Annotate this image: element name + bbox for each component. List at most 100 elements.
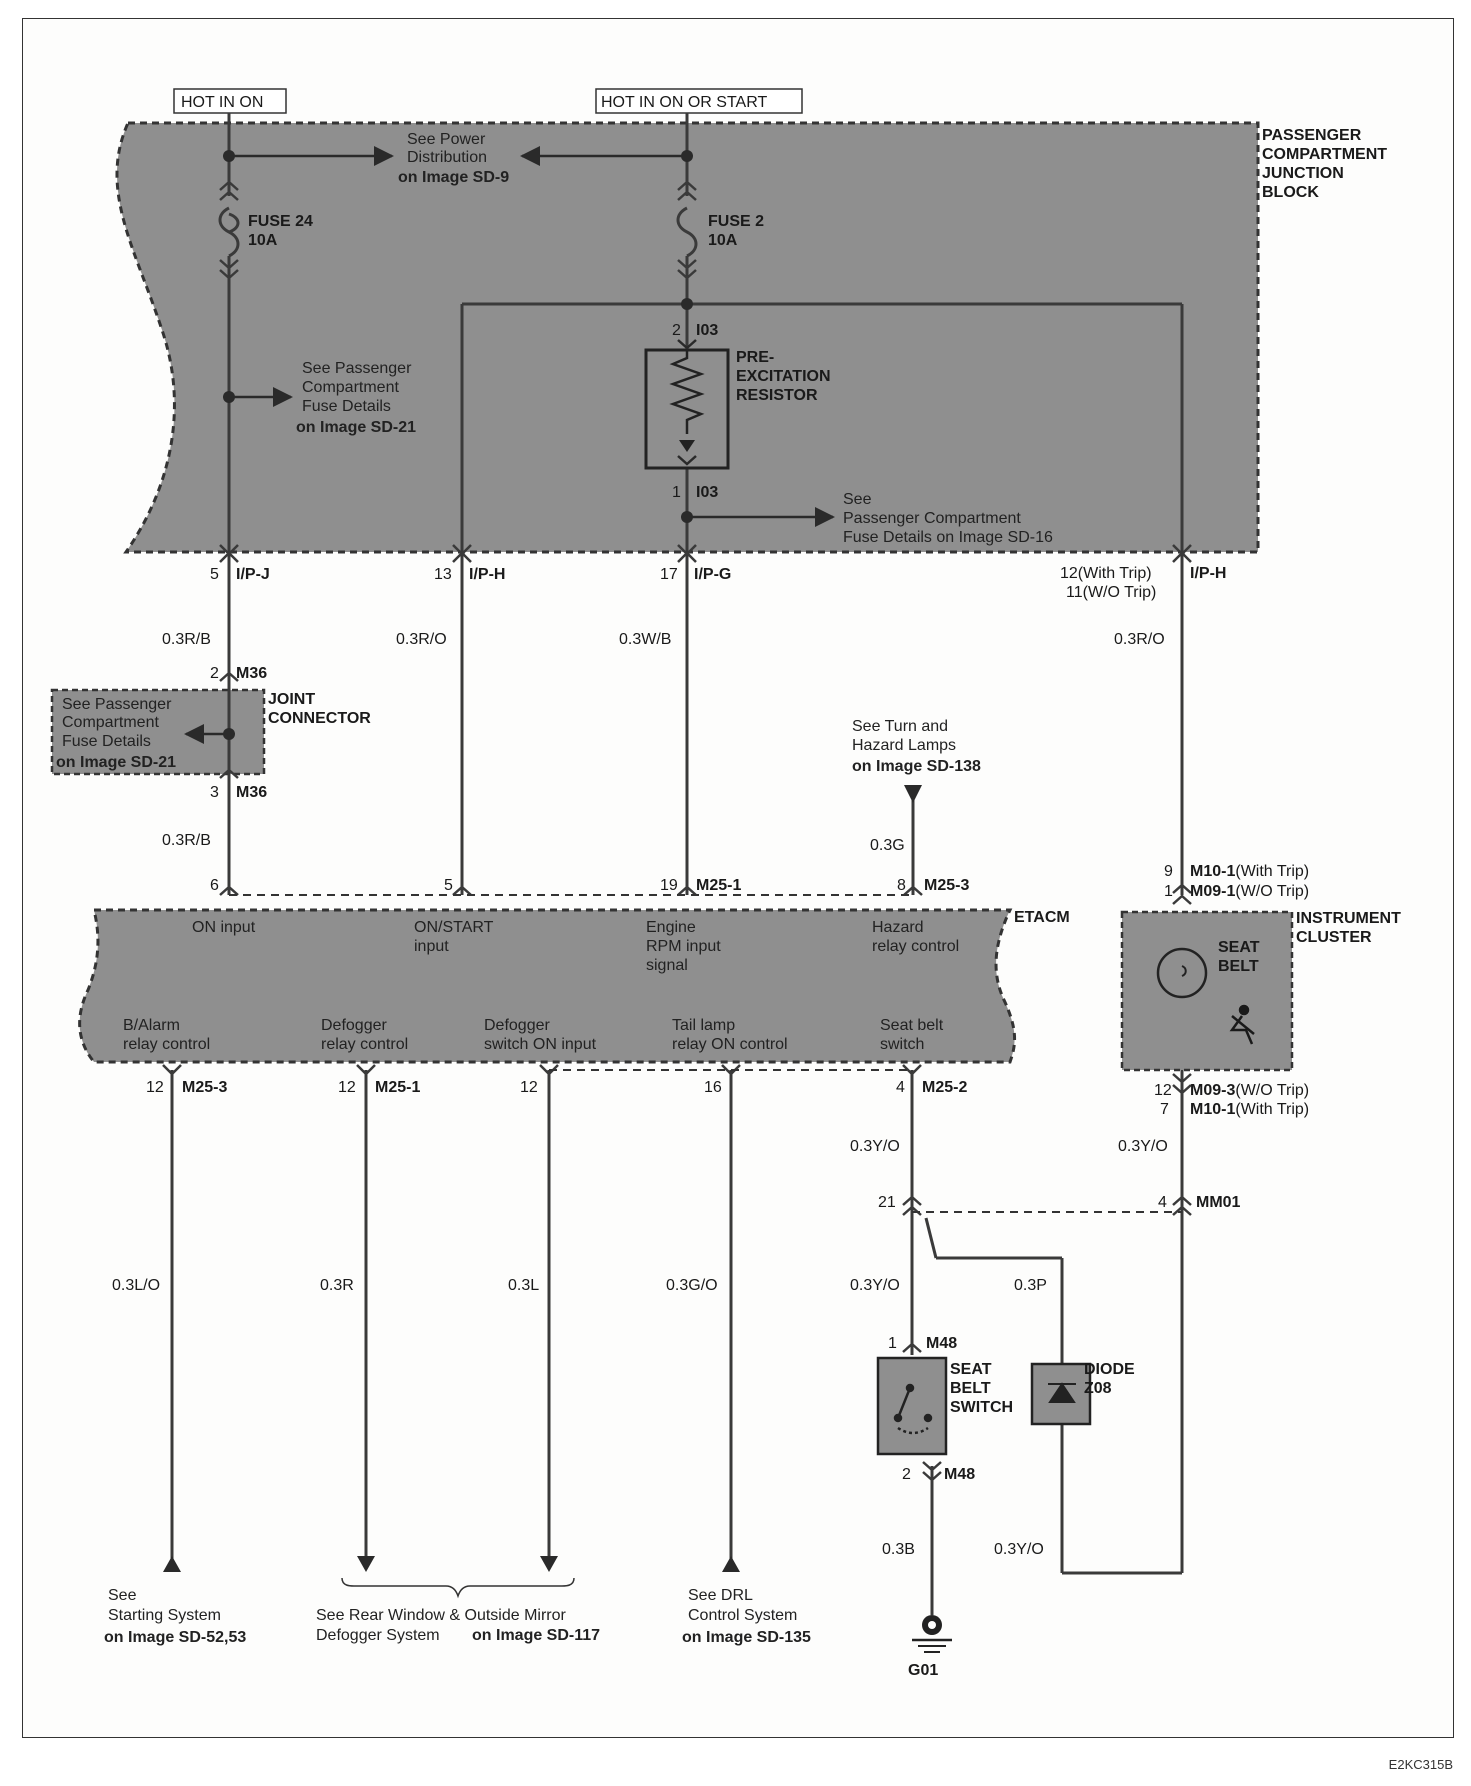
iph-name: I/P-H [469,566,505,583]
m25-1-top-pin: 19 [660,877,678,894]
etacm-input-on: ON input [192,919,256,936]
starting-system-ref: See Starting System on Image SD-52,53 [104,1587,246,1646]
see-fuse-details-sd16: See Passenger Compartment Fuse Details o… [843,491,1053,546]
hazard-lamps-ref: See Turn and Hazard Lamps on Image SD-13… [852,718,981,775]
m36-bot-pin: 3 [210,784,219,801]
wire-spec: 0.3L [508,1277,539,1294]
m36-top-name: M36 [236,665,267,682]
iph2-pin-b: 11(W/O Trip) [1066,584,1156,601]
bot-m25-3-name: M25-3 [182,1079,227,1096]
fuse-2-symbol [676,206,698,258]
seat-belt-lamp-icon [1156,947,1208,999]
junction-block-title: PASSENGER COMPARTMENT JUNCTION BLOCK [1262,127,1391,201]
diode-symbol-icon [1048,1382,1076,1403]
bot-pin-12: 12 [520,1079,538,1096]
m09-bot-label-b: M10-1(With Trip) [1190,1101,1309,1118]
wire-spec: 0.3Y/O [1118,1138,1168,1155]
m09-bot-label-a: M09-3(W/O Trip) [1190,1082,1309,1099]
defogger-system-ref: See Rear Window & Outside Mirror Defogge… [316,1607,600,1644]
joint-connector-title: JOINT CONNECTOR [268,691,371,727]
bot-m25-1-pin: 12 [338,1079,356,1096]
reference-arrows [184,146,835,744]
etacm-pin-6: 6 [210,877,219,894]
etacm-output-balarm: B/Alarm relay control [123,1017,210,1053]
wire-spec: 0.3R/O [396,631,447,648]
resistor-arrow-icon [679,440,695,452]
i03-top-name: I03 [696,322,718,339]
diagram-code: E2KC315B [1388,1757,1453,1772]
m25-3-top-name: M25-3 [924,877,969,894]
m09-bot-pin-a: 12 [1154,1082,1172,1099]
defogger-ref-arrow-a-icon [357,1556,375,1572]
resistor-zigzag-icon [669,350,705,434]
fuse-2-label: FUSE 2 10A [708,213,768,249]
wire-spec: 0.3W/B [619,631,671,648]
wire-spec: 0.3G [870,837,905,854]
etacm-pin-5: 5 [444,877,453,894]
bot-m25-2-name: M25-2 [922,1079,967,1096]
defogger-ref-arrow-b-icon [540,1556,558,1572]
pin-21: 21 [878,1194,896,1211]
drl-ref-arrow-icon [722,1556,740,1572]
etacm-area [78,908,1017,1064]
hot-in-on-label: HOT IN ON [181,94,263,111]
fuse-24-label: FUSE 24 10A [248,213,317,249]
hazard-ref-arrow-icon [904,785,922,803]
m48-top-name: M48 [926,1335,957,1352]
joint-see-fuse-details: See Passenger Compartment Fuse Details o… [56,696,176,771]
mm01-name: MM01 [1196,1194,1241,1211]
m09-bot-pin-b: 7 [1160,1101,1169,1118]
pre-excitation-resistor-label: PRE- EXCITATION RESISTOR [736,349,835,404]
seat-belt-switch [876,1356,948,1456]
etacm-input-on-start: ON/START input [414,919,498,955]
instrument-cluster-title: INSTRUMENT CLUSTER [1296,910,1405,946]
m10-top-pin-a: 9 [1164,863,1173,880]
bot-m25-3-pin: 12 [146,1079,164,1096]
see-fuse-details-sd21: See Passenger Compartment Fuse Details o… [296,360,416,436]
instrument-cluster-area [1120,910,1294,1072]
bot-m25-1-name: M25-1 [375,1079,420,1096]
iph2-pin-a: 12(With Trip) [1060,565,1152,582]
m25-1-top-name: M25-1 [696,877,741,894]
m36-bot-name: M36 [236,784,267,801]
seat-belt-lamp-label: SEAT BELT [1218,939,1264,975]
m10-top-pin-b: 1 [1164,883,1173,900]
ground-label: G01 [908,1662,938,1679]
switch-contact-icon [893,1383,933,1435]
wire-spec: 0.3Y/O [850,1277,900,1294]
wire-spec: 0.3R/O [1114,631,1165,648]
diode-label: DIODE Z08 [1084,1361,1139,1397]
i03-bot-name: I03 [696,484,718,501]
connector-chevrons [162,180,1192,1482]
wire-spec: 0.3P [1014,1277,1047,1294]
m25-3-top-pin: 8 [897,877,906,894]
bot-m25-2-pin: 4 [896,1079,905,1096]
ipg-name: I/P-G [694,566,731,583]
etacm-output-defogger-switch: Defogger switch ON input [484,1017,597,1053]
ground-icon [912,1615,952,1653]
mm01-pin: 4 [1158,1194,1167,1211]
fuse-24-symbol [218,206,240,258]
etacm-input-engine-rpm: Engine RPM input signal [646,919,725,974]
etacm-input-hazard: Hazard relay control [872,919,959,955]
see-power-distribution: See Power Distribution on Image SD-9 [398,131,509,186]
m48-top-pin: 1 [888,1335,897,1352]
etacm-output-seat-belt: Seat belt switch [880,1017,948,1053]
m36-top-pin: 2 [210,665,219,682]
wire-spec: 0.3R/B [162,832,211,849]
seat-belt-indicator-icon [1229,1004,1255,1045]
wire-spec: 0.3R/B [162,631,211,648]
etacm-output-defogger-relay: Defogger relay control [321,1017,408,1053]
ipj-pin: 5 [210,566,219,583]
i03-top-pin: 2 [672,322,681,339]
etacm-output-tail-lamp: Tail lamp relay ON control [672,1017,788,1053]
seat-belt-switch-label: SEAT BELT SWITCH [950,1361,1013,1416]
wire-spec: 0.3L/O [112,1277,160,1294]
wire-spec: 0.3Y/O [850,1138,900,1155]
defogger-brace [341,1577,575,1599]
ipg-pin: 17 [660,566,678,583]
m48-bot-pin: 2 [902,1466,911,1483]
bot-pin-16: 16 [704,1079,722,1096]
wire-spec: 0.3B [882,1541,915,1558]
